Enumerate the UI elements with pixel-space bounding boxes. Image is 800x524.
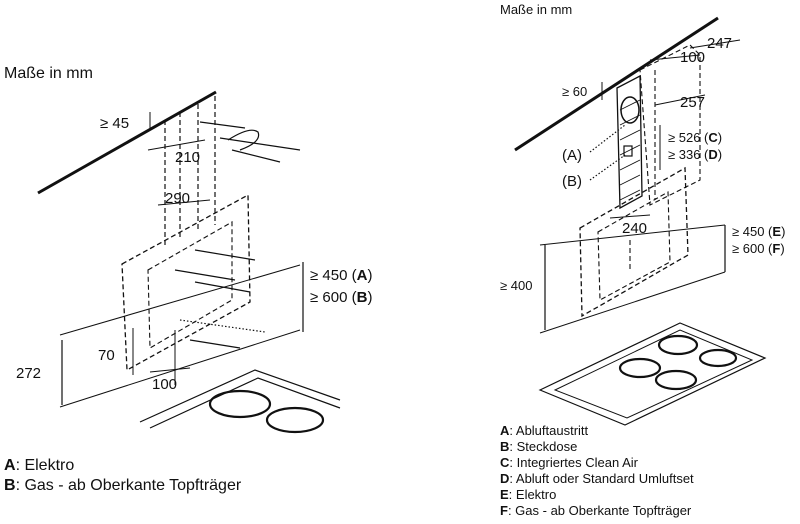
right-ceiling-line xyxy=(514,16,719,152)
left-hood-body xyxy=(121,193,251,372)
right-dim-240: 240 xyxy=(622,220,647,237)
left-dim-100: 100 xyxy=(152,376,177,393)
left-dim-210-line xyxy=(147,139,206,151)
right-dim-600: ≥ 600 (F) xyxy=(732,241,785,256)
right-legend-f: F: Gas - ab Oberkante Topfträger xyxy=(500,503,692,518)
right-marker-a-leader xyxy=(589,124,626,153)
right-dim-240-line xyxy=(609,214,651,219)
right-ref-line-top xyxy=(539,224,726,246)
left-legend-a: A: Elektro xyxy=(4,457,74,474)
left-dim-70: 70 xyxy=(98,347,115,364)
right-dim-247-line xyxy=(689,39,741,49)
right-cooktop xyxy=(538,322,767,426)
right-legend-e: E: Elektro xyxy=(500,487,556,502)
left-title: Maße in mm xyxy=(4,65,93,82)
right-legend-d: D: Abluft oder Standard Umluftset xyxy=(500,471,694,486)
left-ref-line-top xyxy=(59,264,301,336)
left-dim-210: 210 xyxy=(175,149,200,166)
left-dim-290-line xyxy=(157,199,211,206)
right-diagram: Maße in mm 247 100 ≥ 60 257 xyxy=(500,2,785,518)
right-legend: A: Abluftaustritt B: Steckdose C: Integr… xyxy=(500,423,694,518)
left-chimney xyxy=(164,96,216,248)
left-ceiling-line xyxy=(37,90,217,195)
right-marker-b-leader xyxy=(589,154,626,181)
right-marker-b: (B) xyxy=(562,173,582,190)
right-legend-c: C: Integriertes Clean Air xyxy=(500,455,639,470)
left-dim-290: 290 xyxy=(165,190,190,207)
right-title: Maße in mm xyxy=(500,2,572,17)
right-marker-a: (A) xyxy=(562,147,582,164)
left-dim-45: ≥ 45 xyxy=(100,115,129,132)
left-dim-272: 272 xyxy=(16,365,41,382)
right-chimney xyxy=(616,44,701,210)
right-dim-257: 257 xyxy=(680,94,705,111)
right-legend-a: A: Abluftaustritt xyxy=(500,423,589,438)
left-cooktop xyxy=(139,369,341,434)
right-dim-450: ≥ 450 (E) xyxy=(732,224,785,239)
right-dim-336: ≥ 336 (D) xyxy=(668,147,722,162)
right-dim-100: 100 xyxy=(680,49,705,66)
right-dim-400: ≥ 400 xyxy=(500,278,532,293)
left-dim-450: ≥ 450 (A) xyxy=(310,267,372,284)
left-mounting-screws xyxy=(174,121,301,349)
right-dim-60: ≥ 60 xyxy=(562,84,587,99)
right-dim-257-line xyxy=(654,94,706,106)
left-dim-100-line xyxy=(149,367,191,373)
right-legend-b: B: Steckdose xyxy=(500,439,577,454)
left-legend: A: Elektro B: Gas - ab Oberkante Topfträ… xyxy=(4,457,242,494)
right-dim-100-line xyxy=(649,54,701,61)
right-dim-247: 247 xyxy=(707,35,732,52)
right-dim-526: ≥ 526 (C) xyxy=(668,130,722,145)
left-legend-b: B: Gas - ab Oberkante Topfträger xyxy=(4,477,242,494)
right-hood-body xyxy=(579,166,689,318)
right-ref-line-bottom xyxy=(539,271,726,334)
left-dim-600: ≥ 600 (B) xyxy=(310,289,372,306)
left-diagram: Maße in mm ≥ 45 210 290 xyxy=(4,65,372,494)
